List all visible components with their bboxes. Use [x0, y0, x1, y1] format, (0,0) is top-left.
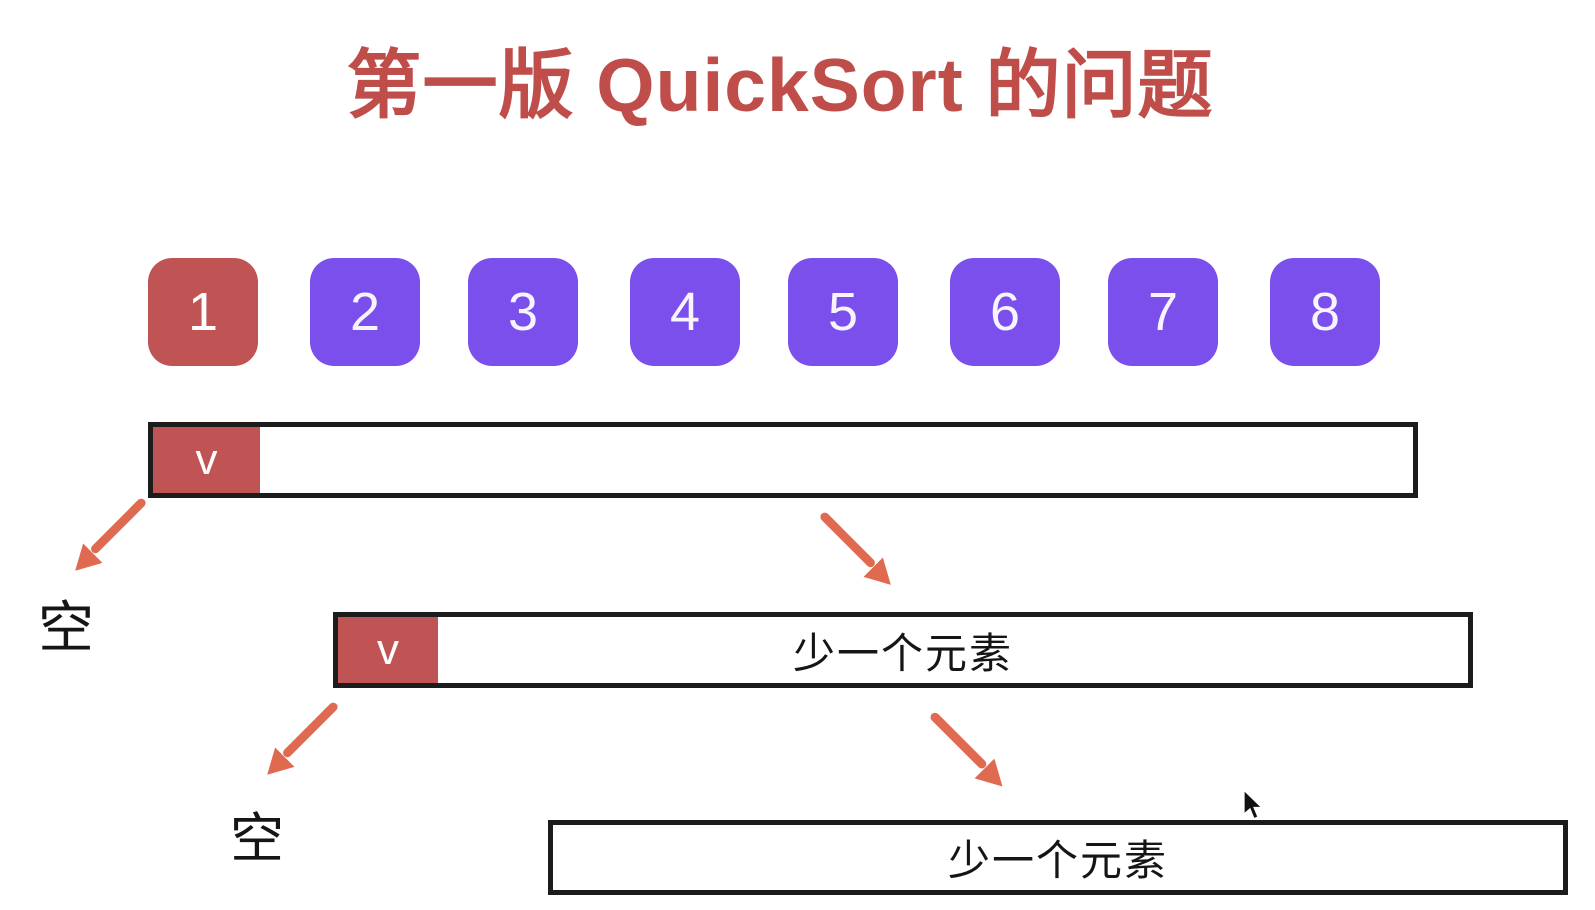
- array-cell-value: 2: [349, 282, 381, 342]
- partition-bar-level1: v: [148, 422, 1418, 498]
- arrow-down-right-icon: [930, 712, 1003, 787]
- pivot-cell: v: [338, 617, 438, 683]
- mouse-cursor: [1243, 790, 1265, 820]
- bar-body-label: 少一个元素: [947, 837, 1168, 884]
- array-cell-7: 7: [1108, 258, 1218, 366]
- partition-bar-level3: 少一个元素: [548, 820, 1568, 895]
- array-cell-6: 6: [950, 258, 1060, 366]
- array-cell-value: 5: [827, 282, 859, 342]
- array-cell-3: 3: [468, 258, 578, 366]
- array-cell-value: 4: [669, 282, 701, 342]
- array-cell-value: 1: [187, 282, 219, 342]
- arrow-down-right-icon: [820, 512, 891, 585]
- empty-result-label: 空: [230, 809, 284, 869]
- pivot-label: v: [377, 625, 399, 674]
- pivot-label: v: [195, 435, 218, 484]
- array-cell-value: 7: [1147, 282, 1179, 342]
- array-cell-5: 5: [788, 258, 898, 366]
- array-cell-4: 4: [630, 258, 740, 366]
- array-cell-value: 8: [1309, 282, 1341, 342]
- bar-body-label: [153, 427, 1413, 493]
- arrow-down-left-icon: [75, 498, 146, 571]
- slide-title: 第一版 QuickSort 的问题: [346, 43, 1214, 127]
- array-cell-value: 3: [507, 282, 539, 342]
- pivot-cell: v: [153, 427, 260, 493]
- partition-bar-level2: v 少一个元素: [333, 612, 1473, 688]
- arrow-down-left-icon: [267, 702, 338, 775]
- empty-result-label: 空: [38, 596, 94, 659]
- array-cell-2: 2: [310, 258, 420, 366]
- array-cell-8: 8: [1270, 258, 1380, 366]
- bar-body-label: 少一个元素: [792, 629, 1013, 677]
- array-cell-value: 6: [989, 282, 1021, 342]
- array-cell-1: 1: [148, 258, 258, 366]
